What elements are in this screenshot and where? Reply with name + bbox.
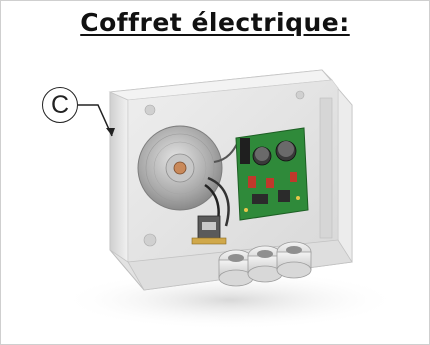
callout-arrowhead [106, 128, 115, 136]
callout-leader-line [78, 104, 113, 137]
page-title: Coffret électrique: [80, 8, 350, 37]
relay-module [191, 215, 227, 245]
callout-marker: C [42, 87, 78, 123]
callout-label: C [50, 90, 70, 119]
cable-gland-icon [218, 241, 312, 287]
pcb-icon [235, 127, 309, 221]
